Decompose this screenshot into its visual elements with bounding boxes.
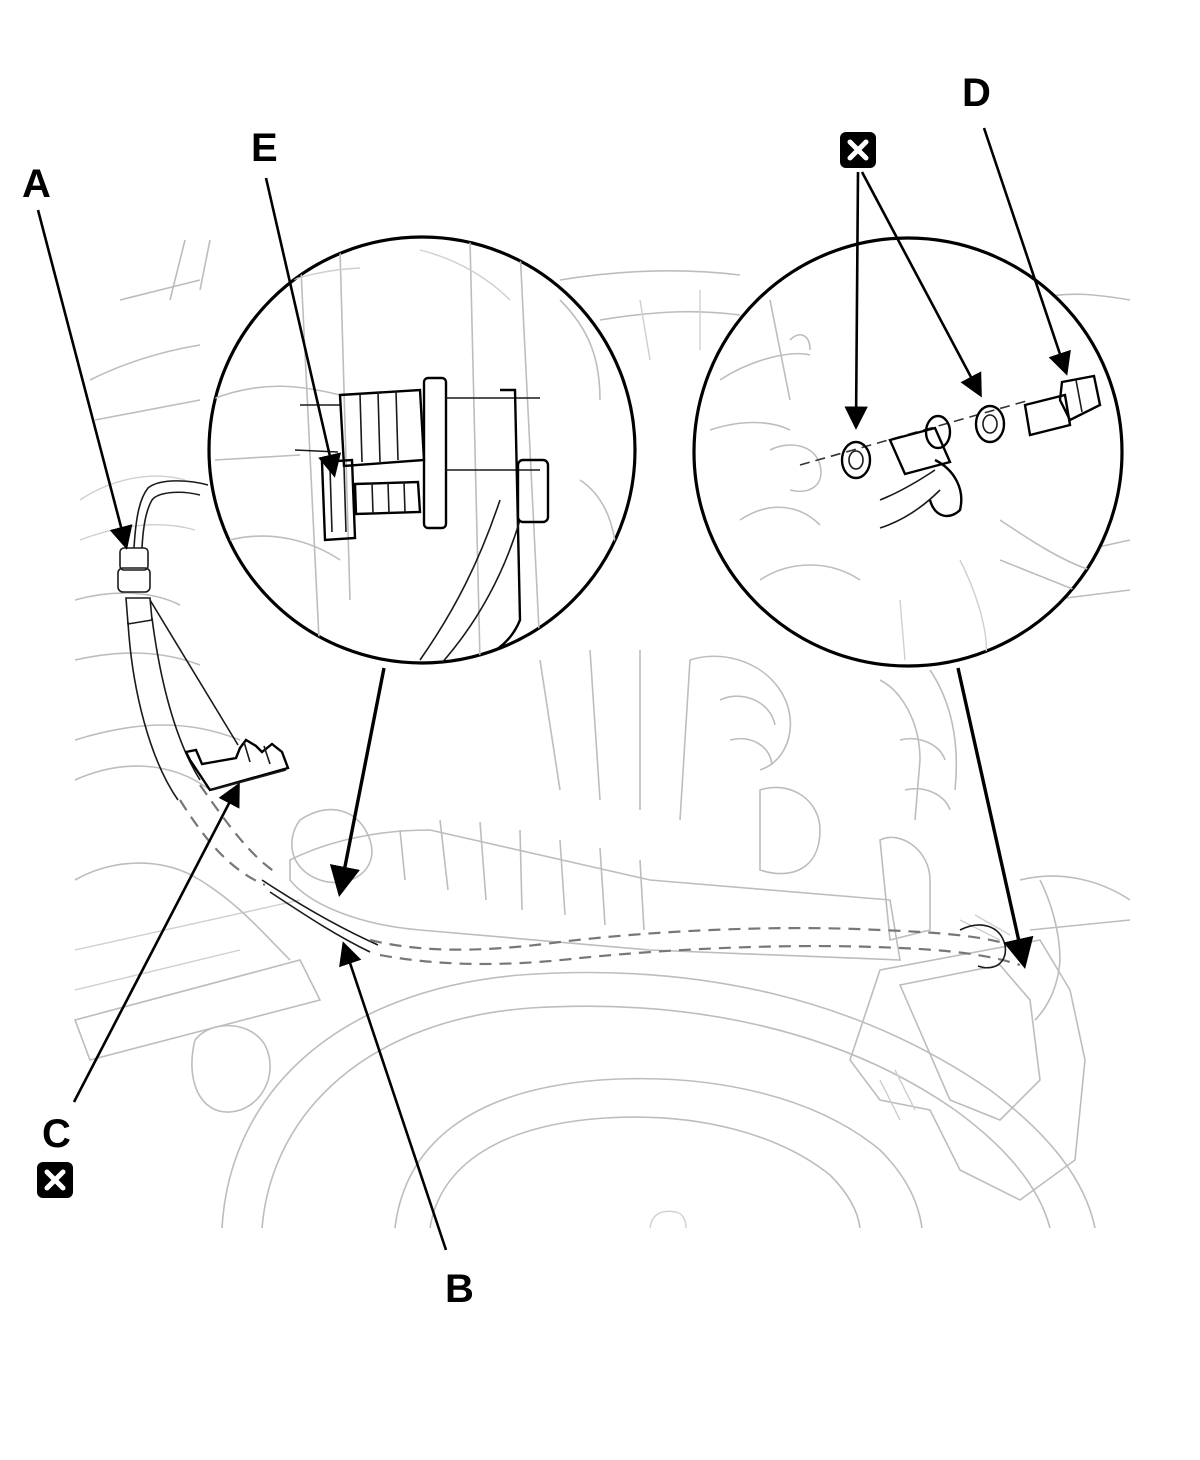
leader-lines — [36, 127, 1071, 1251]
callout-a: A — [22, 162, 51, 206]
callout-c: C — [42, 1112, 71, 1156]
detail-circle-left — [207, 235, 637, 665]
leader-badge-washer2 — [860, 171, 982, 398]
dashed-hose-route — [179, 784, 1021, 969]
clip-c — [184, 738, 290, 792]
detail-circle-right — [692, 236, 1124, 668]
x-box-icon — [840, 132, 876, 168]
callout-e: E — [251, 126, 278, 170]
leader-badge-washer1 — [844, 171, 868, 430]
callout-d: D — [962, 71, 991, 115]
leader-right-detail — [956, 667, 1034, 969]
leader-e — [264, 177, 342, 478]
brake-hose-solid — [117, 480, 379, 953]
leader-a — [36, 209, 133, 550]
callout-b: B — [445, 1267, 474, 1311]
leader-d — [982, 127, 1071, 376]
leader-b — [339, 941, 448, 1251]
leader-left-detail — [329, 667, 386, 898]
leader-c — [72, 782, 240, 1103]
x-box-icon — [37, 1162, 73, 1198]
